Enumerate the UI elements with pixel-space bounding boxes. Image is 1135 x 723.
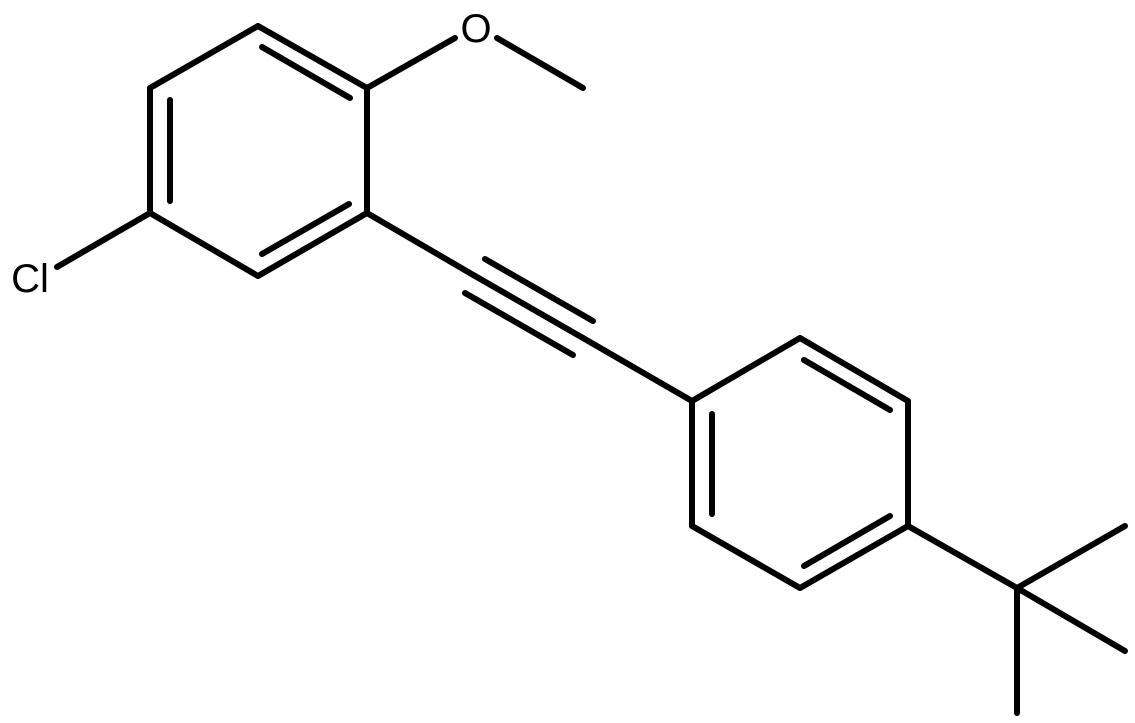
ring-b — [689, 335, 911, 591]
chloro-group: Cl — [11, 210, 153, 301]
bond — [797, 523, 911, 591]
bond — [689, 523, 803, 591]
bond — [259, 44, 353, 101]
bond — [54, 210, 153, 270]
methoxy-group: O — [364, 7, 586, 91]
bond — [689, 335, 803, 404]
tert-butyl-group — [905, 523, 1128, 716]
bond — [580, 335, 695, 404]
bond — [147, 210, 261, 279]
bond — [1014, 585, 1128, 654]
chlorine-label: Cl — [11, 257, 49, 301]
bond — [255, 210, 370, 279]
alkyne-linker — [364, 210, 695, 404]
bond — [1014, 523, 1128, 591]
bond — [364, 35, 458, 91]
ring-a — [147, 23, 370, 279]
bond — [801, 357, 893, 413]
bond — [255, 23, 370, 91]
oxygen-label: O — [460, 7, 491, 51]
bond — [147, 23, 261, 91]
bond — [364, 210, 478, 279]
bond — [494, 35, 586, 91]
bond — [905, 523, 1020, 591]
bond — [801, 513, 893, 569]
bond — [259, 201, 352, 257]
bond — [797, 335, 911, 404]
bond — [472, 273, 586, 341]
bond — [482, 256, 596, 324]
bond — [462, 290, 576, 358]
